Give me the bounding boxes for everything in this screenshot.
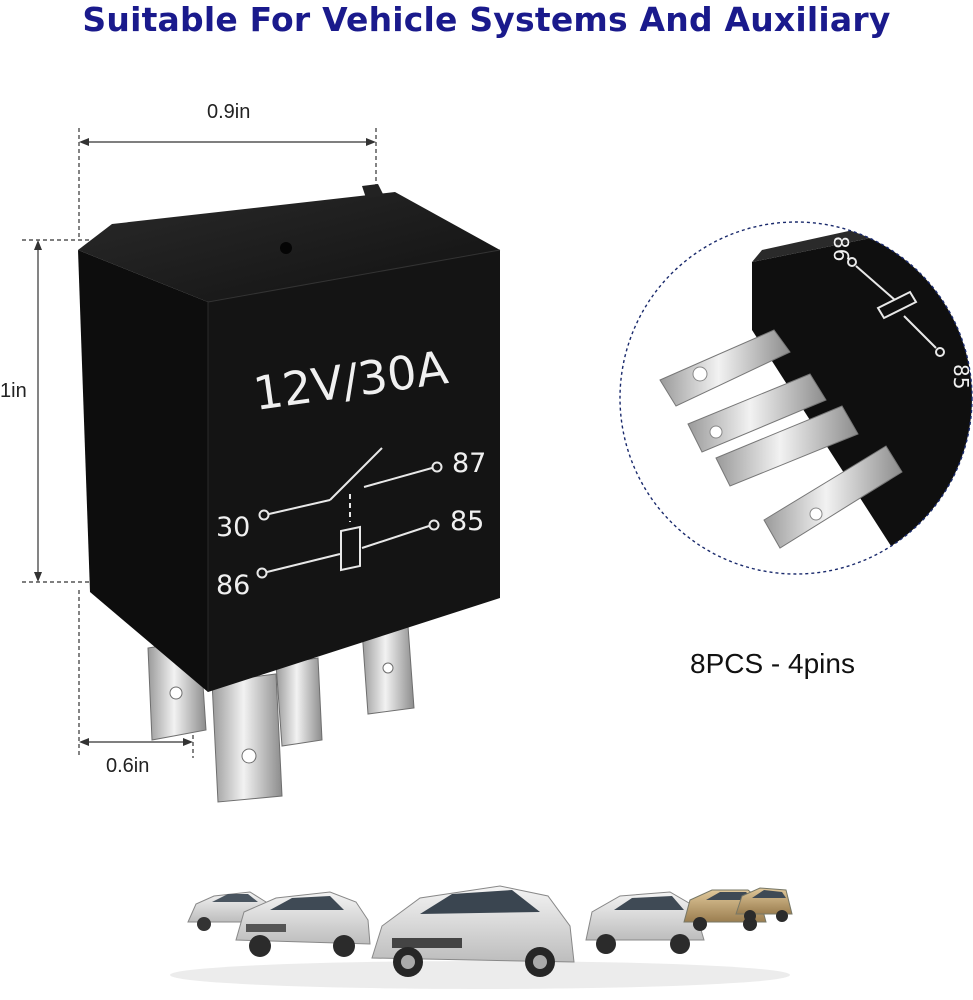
pin-label-85: 85 [450,506,484,537]
width-dimension [78,128,377,238]
car-right [585,891,705,954]
car-left [235,891,371,957]
quantity-label: 8PCS - 4pins [690,648,855,679]
pin-depth-label: 0.6in [106,755,150,777]
relay-schematic [256,447,443,579]
detail-pin-label-86: 86 [829,236,853,261]
vehicle-lineup [170,885,793,989]
pin-label-87: 87 [452,448,486,479]
car-gold-2 [735,887,793,922]
relay-body [78,184,501,692]
width-label: 0.9in [207,101,251,123]
headline: Suitable For Vehicle Systems And Auxilia… [82,0,891,39]
pin-label-86: 86 [216,570,250,601]
pin-label-30: 30 [216,512,250,543]
car-center [371,885,575,977]
height-dimension [22,239,95,583]
detail-pin-label-85: 85 [949,364,973,389]
height-label: 1in [0,380,27,402]
pin-detail-closeup: 86 85 [619,221,973,575]
